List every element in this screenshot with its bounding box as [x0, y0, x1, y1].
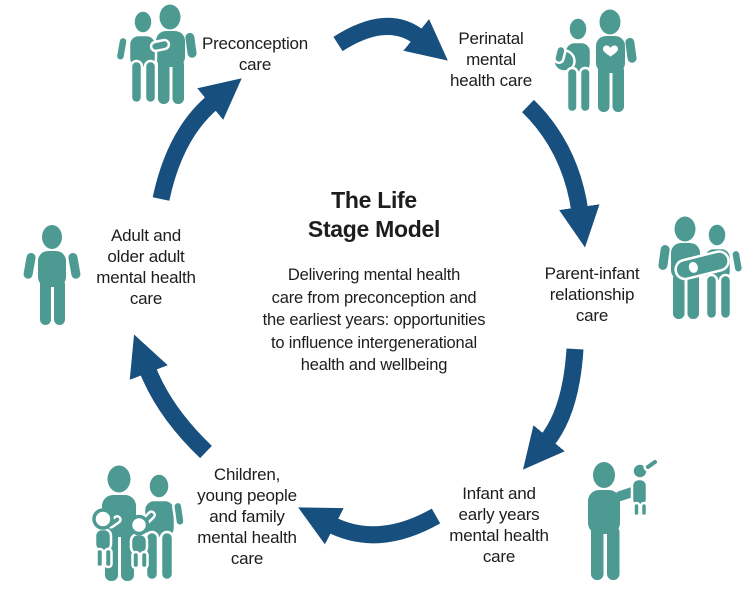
arrow-perinatal-to-parent-infant — [521, 99, 600, 248]
heart-icon — [603, 45, 618, 57]
pregnant-couple-icon — [552, 9, 637, 114]
swaddled-baby-icon — [674, 250, 730, 281]
child-figure — [92, 508, 122, 569]
stage-label-perinatal-mental-health-care: Perinatal mental health care — [450, 29, 532, 90]
diagram-title: The Life Stage Model — [307, 187, 441, 242]
parents-holding-infant-icon — [658, 216, 745, 321]
diagram-subtitle: Delivering mental health care from preco… — [262, 266, 486, 374]
child-figure — [128, 510, 156, 570]
stage-label-parent-infant-relationship-care: Parent-infant relationship care — [544, 264, 640, 325]
stage-label-preconception-care: Preconception care — [201, 34, 309, 74]
stage-label-adult-older-adult-mental-health-care: Adult and older adult mental health care — [96, 226, 196, 308]
arrow-preconception-to-perinatal — [333, 17, 448, 61]
arrow-parent-infant-to-infant — [523, 348, 584, 470]
couple-icon — [114, 4, 197, 105]
arrow-adult-to-preconception — [152, 78, 242, 201]
adult-lifting-child-icon — [588, 458, 660, 580]
adult-icon — [23, 225, 81, 325]
arrow-infant-to-children — [298, 507, 441, 545]
stage-label-children-young-people-family-mental-health-care: Children, young people and family mental… — [197, 465, 297, 568]
arrow-children-to-adult — [129, 334, 212, 459]
stage-label-infant-early-years-mental-health-care: Infant and early years mental health car… — [449, 484, 549, 566]
family-icon — [92, 465, 186, 582]
